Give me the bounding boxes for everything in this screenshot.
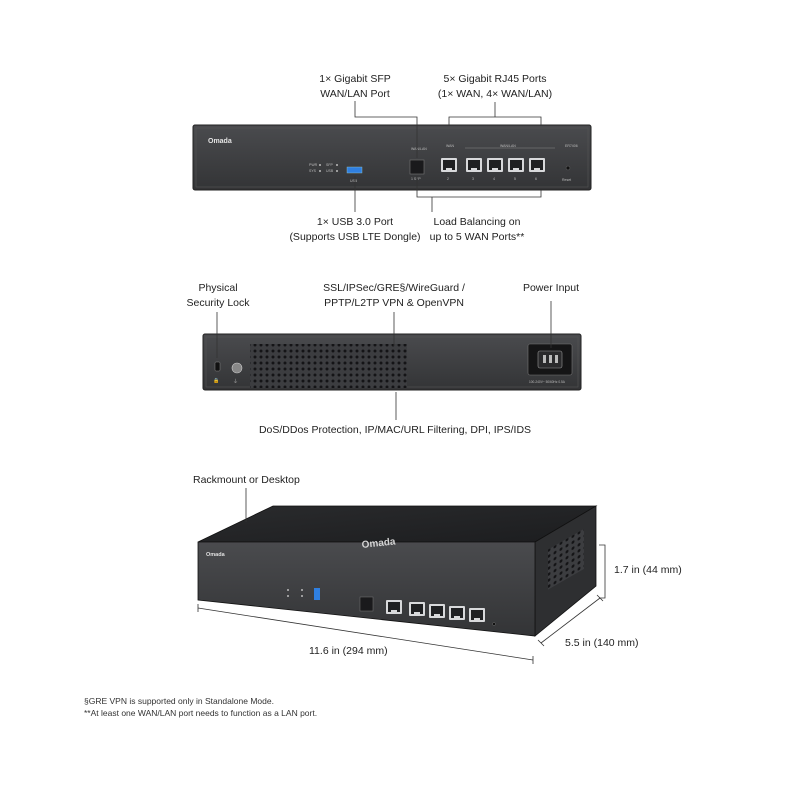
vent-grille <box>250 344 407 388</box>
svg-text:PWR: PWR <box>309 163 318 167</box>
footnote-lan: **At least one WAN/LAN port needs to fun… <box>84 708 318 718</box>
svg-text:WAN: WAN <box>446 144 455 148</box>
svg-text:SFP: SFP <box>326 163 333 167</box>
svg-text:4: 4 <box>493 177 495 181</box>
led-block: PWR SYS SFP USB <box>309 163 338 173</box>
power-socket: 100-240V~ 50/60Hz 0.5A <box>527 343 573 384</box>
depth-dimension-label: 5.5 in (140 mm) <box>565 637 639 649</box>
vpn-label: SSL/IPSec/GRE§/WireGuard / PPTP/L2TP VPN… <box>323 282 465 309</box>
mount-label: Rackmount or Desktop <box>193 474 300 486</box>
footnote-gre: §GRE VPN is supported only in Standalone… <box>84 696 274 706</box>
height-dimension-label: 1.7 in (44 mm) <box>614 564 682 576</box>
svg-text:🔒: 🔒 <box>213 377 219 384</box>
svg-text:SYS: SYS <box>309 169 317 173</box>
svg-text:USB: USB <box>350 179 358 183</box>
back-callouts <box>216 301 552 420</box>
sfp-port-label: 1× Gigabit SFP WAN/LAN Port <box>319 73 391 100</box>
front-callouts <box>354 101 542 212</box>
usb-port-label: 1× USB 3.0 Port (Supports USB LTE Dongle… <box>289 216 421 243</box>
svg-text:⏚: ⏚ <box>233 378 238 385</box>
reset-pinhole <box>565 165 571 171</box>
power-input-label: Power Input <box>522 282 580 294</box>
security-lock-label: Physical Security Lock <box>186 282 250 309</box>
security-lock-slot <box>214 361 221 372</box>
svg-text:6: 6 <box>535 177 537 181</box>
usb-port: USB <box>346 166 363 183</box>
svg-text:WAN/LAN: WAN/LAN <box>500 144 516 148</box>
svg-text:2: 2 <box>447 177 449 181</box>
front-brand-text: Omada <box>208 138 232 145</box>
svg-text:ER7406: ER7406 <box>565 144 578 148</box>
svg-text:Omada: Omada <box>206 552 226 558</box>
width-dimension-label: 11.6 in (294 mm) <box>309 645 388 657</box>
iso-top-brand: Omada <box>361 536 396 551</box>
svg-text:WAN/LAN: WAN/LAN <box>411 147 427 151</box>
svg-text:3: 3 <box>472 177 474 181</box>
iso-dimensions <box>197 488 606 664</box>
load-balancing-label: Load Balancing on up to 5 WAN Ports** <box>429 216 525 243</box>
svg-text:100-240V~ 50/60Hz 0.5A: 100-240V~ 50/60Hz 0.5A <box>529 380 566 384</box>
svg-text:USB: USB <box>326 169 334 173</box>
iso-device: Omada Omada <box>197 505 598 637</box>
ground-screw <box>231 362 243 374</box>
security-features-label: DoS/DDos Protection, IP/MAC/URL Filterin… <box>258 424 532 436</box>
rj45-ports-label: 5× Gigabit RJ45 Ports (1× WAN, 4× WAN/LA… <box>437 73 553 100</box>
sfp-port: WAN/LAN 1 SFP <box>409 147 427 181</box>
front-panel: Omada PWR SYS SFP USB USB WAN/LAN 1 SFP … <box>192 124 592 191</box>
rj45-ports: WAN WAN/LAN 2 3 4 5 6 <box>441 144 555 181</box>
back-panel: 🔒 ⏚ 100-240V~ 50/60Hz 0.5A <box>202 333 582 391</box>
svg-text:5: 5 <box>514 177 516 181</box>
svg-text:1 SFP: 1 SFP <box>411 177 421 181</box>
svg-text:Reset: Reset <box>562 178 571 182</box>
